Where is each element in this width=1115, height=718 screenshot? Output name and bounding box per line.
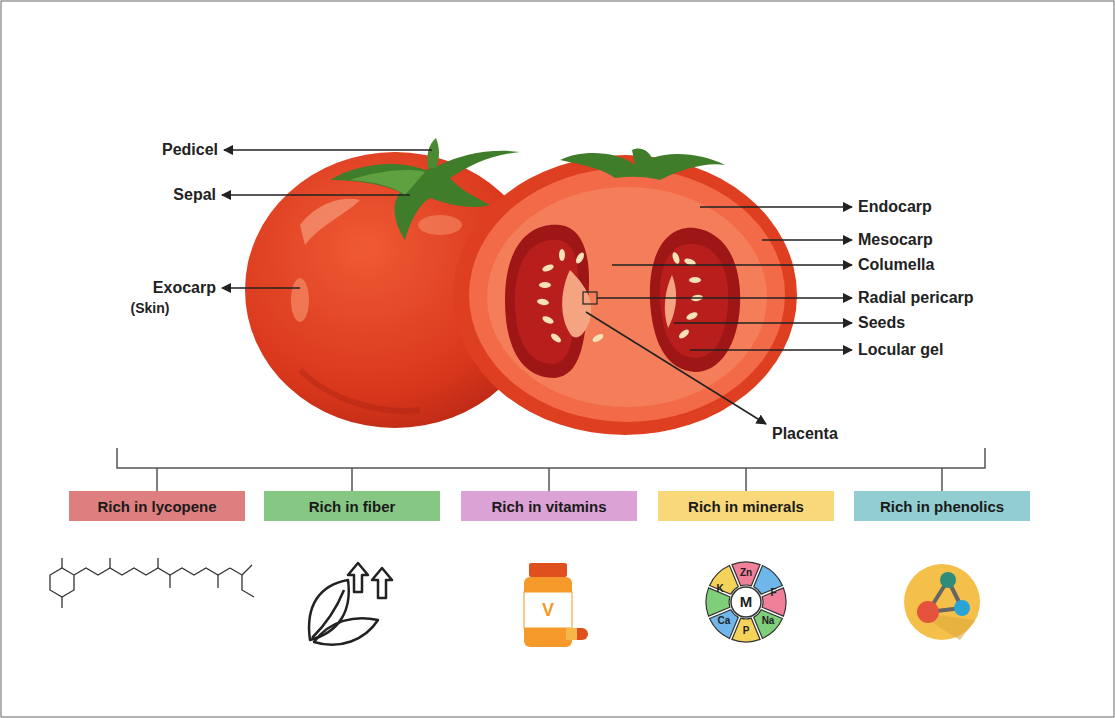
mineral-symbol: Zn bbox=[740, 567, 752, 579]
part-label: Pedicel bbox=[162, 141, 218, 159]
category-box: Rich in vitamins bbox=[461, 491, 637, 521]
mineral-symbol: P bbox=[743, 625, 750, 637]
vitamin-bottle-icon bbox=[524, 563, 588, 647]
pedicel-stem bbox=[427, 138, 439, 168]
category-box: Rich in phenolics bbox=[854, 491, 1030, 521]
category-label: Rich in minerals bbox=[688, 498, 804, 515]
phenolic-molecule-icon bbox=[904, 564, 980, 640]
part-label: Placenta bbox=[772, 425, 838, 443]
part-label: Seeds bbox=[858, 314, 905, 332]
part-label: Radial pericarp bbox=[858, 289, 974, 307]
mineral-symbol: Na bbox=[762, 615, 775, 627]
lycopene-structure bbox=[50, 558, 254, 608]
category-box: Rich in lycopene bbox=[69, 491, 245, 521]
part-label: Exocarp bbox=[153, 279, 216, 297]
mineral-symbol: M bbox=[740, 593, 753, 610]
part-label: (Skin) bbox=[131, 300, 170, 316]
category-label: Rich in vitamins bbox=[491, 498, 606, 515]
part-label: Sepal bbox=[173, 186, 216, 204]
mineral-wheel-icon bbox=[706, 562, 786, 642]
mineral-symbol: F bbox=[771, 587, 777, 599]
part-label: Endocarp bbox=[858, 198, 932, 216]
part-label: Locular gel bbox=[858, 341, 943, 359]
part-label: Columella bbox=[858, 256, 934, 274]
mineral-symbol: K bbox=[717, 583, 724, 595]
vitamin-letter: V bbox=[542, 600, 554, 621]
category-label: Rich in lycopene bbox=[97, 498, 216, 515]
category-label: Rich in phenolics bbox=[880, 498, 1004, 515]
part-label: Mesocarp bbox=[858, 231, 933, 249]
category-box: Rich in fiber bbox=[264, 491, 440, 521]
leader-lines bbox=[222, 150, 852, 424]
fiber-icon bbox=[309, 563, 392, 645]
category-label: Rich in fiber bbox=[309, 498, 396, 515]
category-box: Rich in minerals bbox=[658, 491, 834, 521]
mineral-symbol: Ca bbox=[718, 615, 731, 627]
bracket bbox=[117, 448, 985, 492]
cut-tomato bbox=[453, 148, 797, 435]
